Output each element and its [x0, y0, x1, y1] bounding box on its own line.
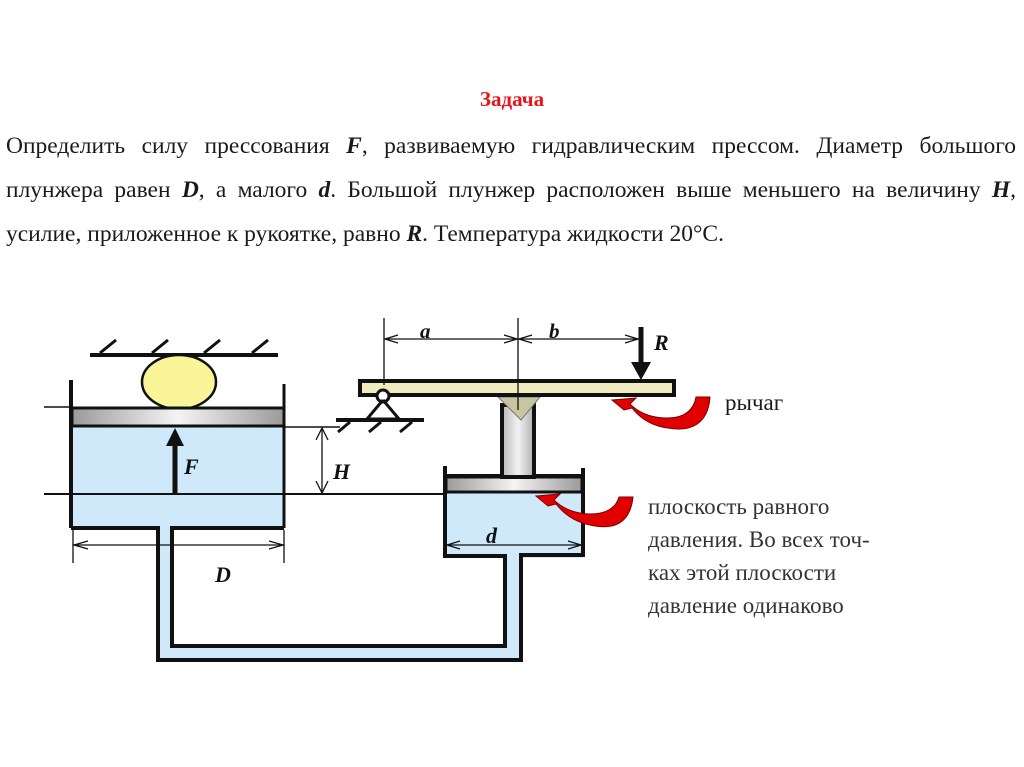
- force-R-arrow: [631, 327, 651, 380]
- lever-label: рычаг: [725, 390, 784, 415]
- label-H: H: [332, 459, 351, 484]
- label-R: R: [653, 330, 669, 355]
- text-segment: , усилие, приложенное к рукоятке, равно: [6, 177, 1017, 247]
- label-D: D: [214, 562, 231, 587]
- large-piston: [70, 406, 286, 428]
- pressed-object: [140, 353, 218, 411]
- lever-pointer-arrow: [610, 396, 711, 430]
- dimension-d: [444, 540, 584, 550]
- variable-d: d: [318, 177, 331, 203]
- plane-annotation-line: ках этой плоскости: [648, 560, 837, 585]
- plane-annotation-line: плоскость равного: [648, 494, 830, 519]
- variable-R: R: [406, 221, 423, 247]
- small-piston: [444, 475, 584, 494]
- plane-annotation-line: давление одинаково: [648, 593, 844, 618]
- lever-pivot-support: [336, 388, 424, 434]
- fixed-ceiling: [90, 338, 278, 357]
- label-d: d: [486, 523, 498, 548]
- label-F: F: [183, 454, 199, 479]
- dimension-a-b: [382, 318, 641, 410]
- label-b: b: [549, 319, 560, 343]
- dimension-H: [315, 426, 329, 495]
- problem-title: Задача: [479, 87, 545, 111]
- force-F-arrow: [166, 428, 184, 494]
- label-a: a: [420, 319, 431, 343]
- plane-annotation-line: давления. Во всех точ-: [648, 527, 870, 552]
- variable-D: D: [181, 177, 199, 203]
- dimension-D: [71, 530, 286, 563]
- reference-lines: [44, 406, 446, 495]
- text-segment: , развиваемую гидравлическим прессом. Ди…: [6, 133, 1016, 203]
- plane-pointer-arrow: [534, 493, 634, 528]
- variable-H: H: [991, 177, 1011, 203]
- text-segment: Определить силу прессования: [6, 133, 347, 159]
- plane-annotation: плоскость равного давления. Во всех точ-…: [648, 490, 870, 622]
- text-segment: . Большой плунжер расположен выше меньше…: [330, 177, 992, 203]
- lever-beam: [358, 379, 676, 397]
- text-segment: . Температура жидкости 20°С.: [422, 221, 724, 247]
- problem-text: Определить силу прессования F, развиваем…: [6, 124, 1016, 256]
- text-segment: , а малого: [198, 177, 319, 203]
- variable-F: F: [346, 133, 362, 159]
